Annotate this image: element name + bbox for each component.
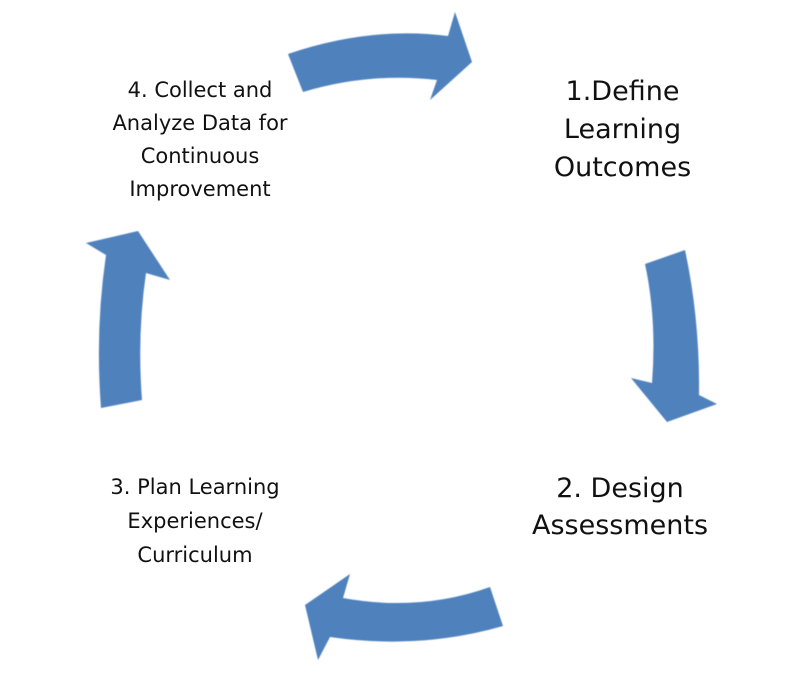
step-4-line-2: Analyze Data for: [112, 111, 288, 135]
step-3-line-3: Curriculum: [137, 543, 253, 567]
step-2-line-1: 2. Design: [556, 473, 684, 504]
step-3-line-2: Experiences/: [127, 509, 263, 533]
arrow-up-icon: [86, 231, 170, 408]
step-2-line-2: Assessments: [531, 510, 709, 541]
step-1-label: 1.Define Learning Outcomes: [535, 78, 710, 192]
step-1-line-2: Learning: [563, 114, 682, 145]
step-4-line-3: Continuous: [140, 144, 260, 168]
step-4-line-4: Improvement: [129, 177, 271, 201]
step-3-line-1: 3. Plan Learning: [110, 475, 280, 499]
step-2-label: 2. Design Assessments: [515, 475, 725, 549]
step-3-label: 3. Plan Learning Experiences/ Curriculum: [85, 477, 305, 579]
arrow-down-icon: [631, 250, 717, 422]
step-1-line-1: 1.Define: [565, 76, 680, 107]
step-4-label: 4. Collect and Analyze Data for Continuo…: [95, 80, 305, 212]
step-1-line-3: Outcomes: [553, 152, 692, 183]
step-4-line-1: 4. Collect and: [127, 78, 273, 102]
arrow-right-icon: [288, 12, 472, 100]
arrow-left-icon: [305, 574, 503, 660]
